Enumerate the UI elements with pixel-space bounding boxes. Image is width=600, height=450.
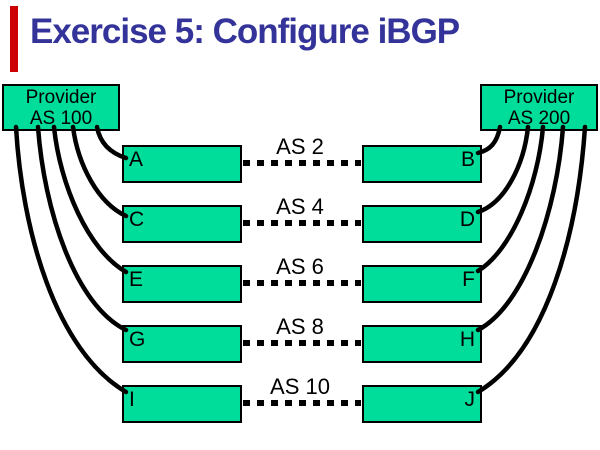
- connection-curve-as200-f: [475, 124, 546, 274]
- node-box-h: H: [362, 325, 482, 363]
- provider-as200-line2: AS 200: [507, 107, 571, 129]
- node-box-a: A: [122, 145, 242, 183]
- node-letter: I: [129, 388, 135, 411]
- node-letter: B: [460, 148, 475, 171]
- connection-curve-as100-c: [70, 124, 129, 219]
- connection-curve-as200-j: [475, 124, 588, 395]
- node-letter: E: [129, 268, 144, 291]
- as-number-label: AS 6: [276, 254, 324, 279]
- as-number-label: AS 4: [276, 194, 324, 219]
- as-number-label: AS 2: [276, 134, 324, 159]
- connection-curve-as100-g: [35, 124, 129, 333]
- dotted-link: [243, 220, 361, 226]
- connection-curve-as100-e: [51, 124, 129, 275]
- dotted-link: [243, 400, 361, 406]
- dotted-link: [243, 160, 361, 166]
- node-box-d: D: [362, 205, 482, 243]
- provider-as200-line1: Provider: [503, 86, 575, 108]
- node-letter: G: [129, 328, 146, 351]
- title-accent-bar: [10, 6, 18, 72]
- dotted-link: [243, 340, 361, 346]
- connection-curve-as200-d: [475, 124, 531, 215]
- node-letter: D: [459, 208, 475, 231]
- connection-curve-as100-i: [13, 124, 129, 395]
- connection-curve-as200-h: [475, 124, 566, 333]
- node-letter: A: [129, 148, 144, 171]
- node-letter: J: [464, 388, 476, 411]
- as-number-label: AS 8: [276, 314, 324, 339]
- node-letter: H: [459, 328, 475, 351]
- node-box-b: B: [362, 145, 482, 183]
- provider-as100-box: Provider AS 100: [2, 84, 120, 131]
- page-title: Exercise 5: Configure iBGP: [30, 12, 460, 51]
- node-box-e: E: [122, 265, 242, 303]
- node-letter: C: [129, 208, 145, 231]
- node-box-i: I: [122, 385, 242, 423]
- node-box-c: C: [122, 205, 242, 243]
- node-box-g: G: [122, 325, 242, 363]
- provider-as100-line2: AS 100: [29, 107, 93, 129]
- node-letter: F: [462, 268, 475, 291]
- provider-as100-line1: Provider: [25, 86, 97, 108]
- node-box-j: J: [362, 385, 482, 423]
- as-number-label: AS 10: [270, 374, 330, 399]
- node-box-f: F: [362, 265, 482, 303]
- provider-as200-box: Provider AS 200: [480, 84, 598, 131]
- dotted-link: [243, 280, 361, 286]
